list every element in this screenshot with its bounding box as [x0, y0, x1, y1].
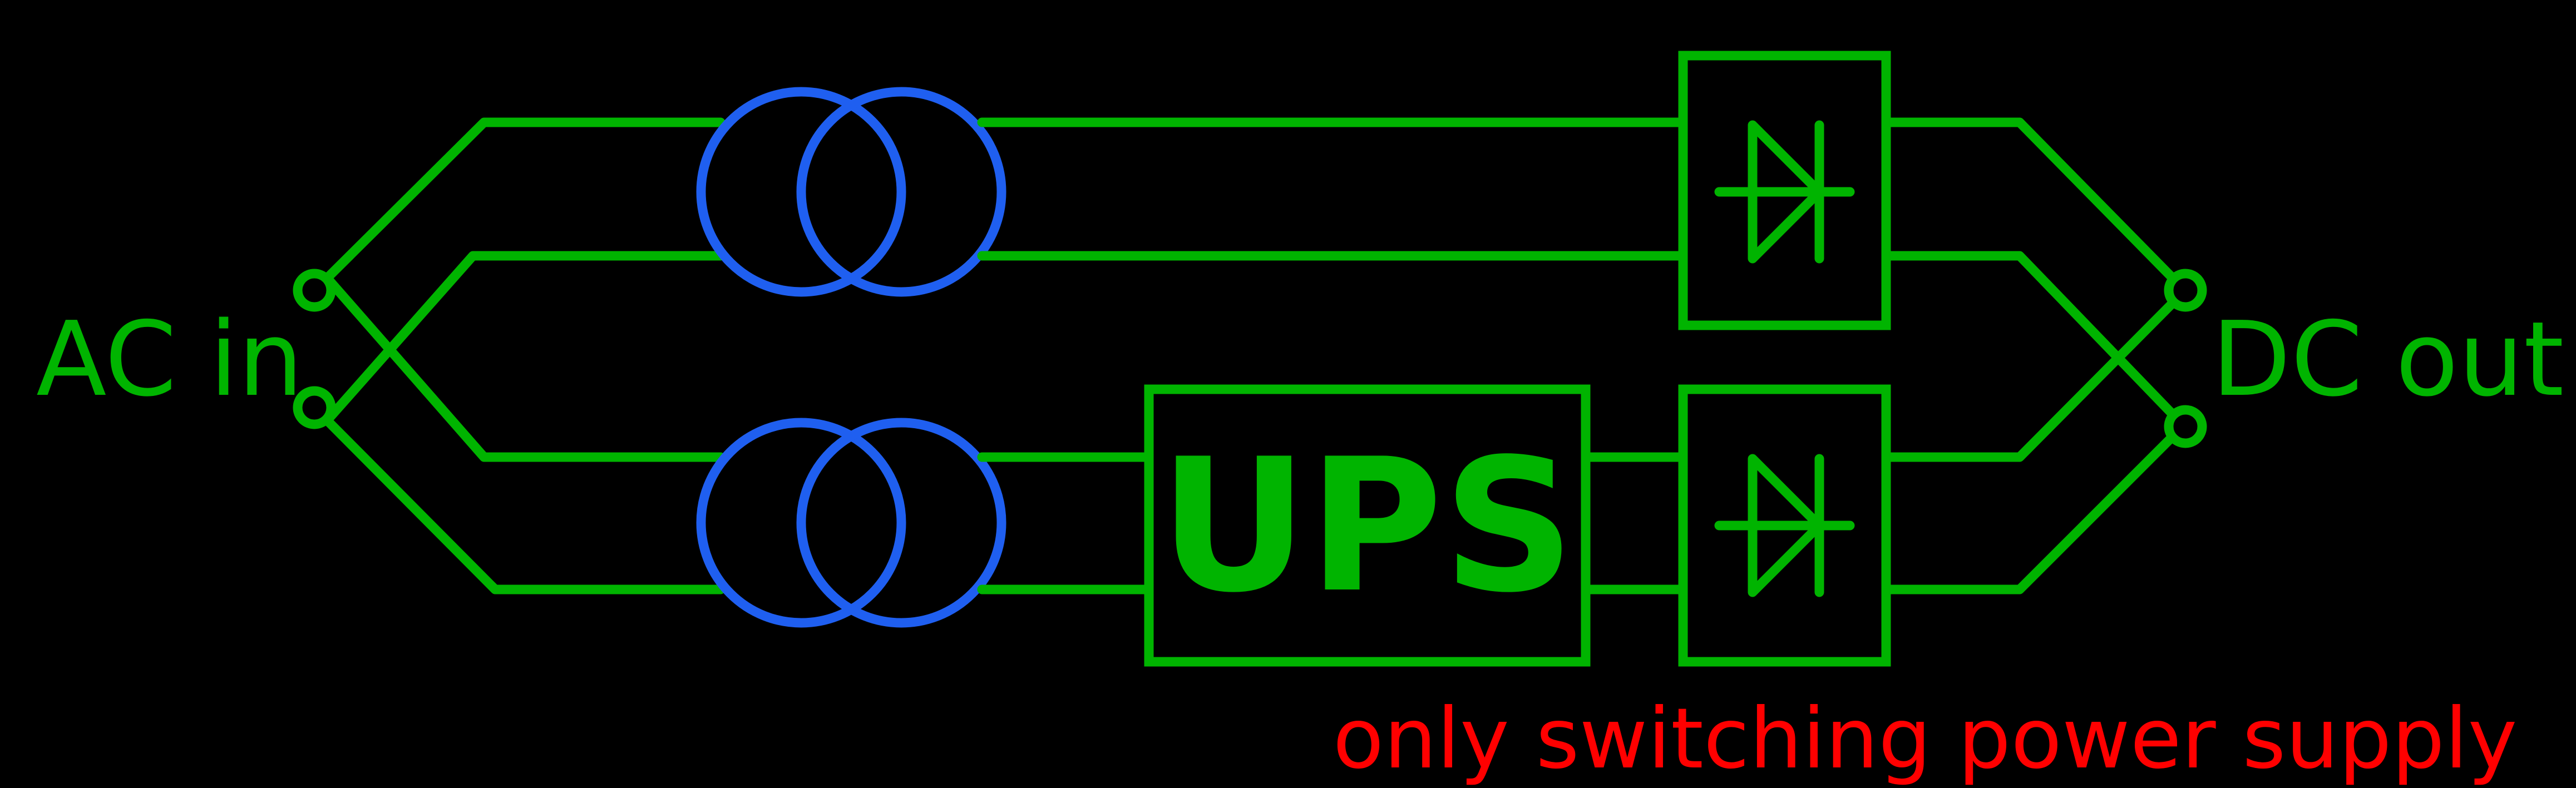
note-label: only switching power supply: [1333, 691, 2518, 787]
wire-path-1-output-top: [1881, 117, 2178, 283]
rectifier-1: [1678, 51, 1891, 330]
wire-path-1-input-top: [322, 117, 726, 283]
rectifier-2-diode-triangle: [1748, 454, 1824, 597]
wire-path-1-output-bottom: [1881, 251, 2178, 419]
transformer-2-primary-coil: [696, 418, 906, 628]
transformer-1-secondary-coil: [796, 87, 1006, 297]
ac-input-terminal-bottom: [293, 386, 336, 429]
rectifier-1-box: [1678, 51, 1891, 330]
wire-path-1-input-bottom: [322, 251, 726, 425]
ac-input-label: AC in: [36, 299, 303, 419]
ups-block: UPS: [1144, 384, 1591, 667]
transformer-1: [696, 87, 1006, 297]
wire-path-2-input-bottom: [322, 415, 726, 594]
wire-path-2-output-bottom: [1881, 432, 2178, 594]
rectifier-1-diode-triangle: [1748, 120, 1824, 264]
dc-output-label: DC out: [2212, 299, 2564, 419]
ups-label: UPS: [1159, 419, 1575, 633]
transformer-2: [696, 418, 1006, 628]
dc-output-terminal-bottom: [2164, 405, 2207, 448]
dc-output-terminal-top: [2164, 269, 2207, 312]
wire-path-2-output-top: [1881, 298, 2178, 462]
wire-path-2-input-top: [322, 273, 726, 462]
rectifier-2: [1678, 384, 1891, 667]
ac-input-terminal-top: [293, 269, 336, 312]
ups-box: [1144, 384, 1591, 667]
transformer-1-primary-coil: [696, 87, 906, 297]
transformer-2-secondary-coil: [796, 418, 1006, 628]
rectifier-2-box: [1678, 384, 1891, 667]
